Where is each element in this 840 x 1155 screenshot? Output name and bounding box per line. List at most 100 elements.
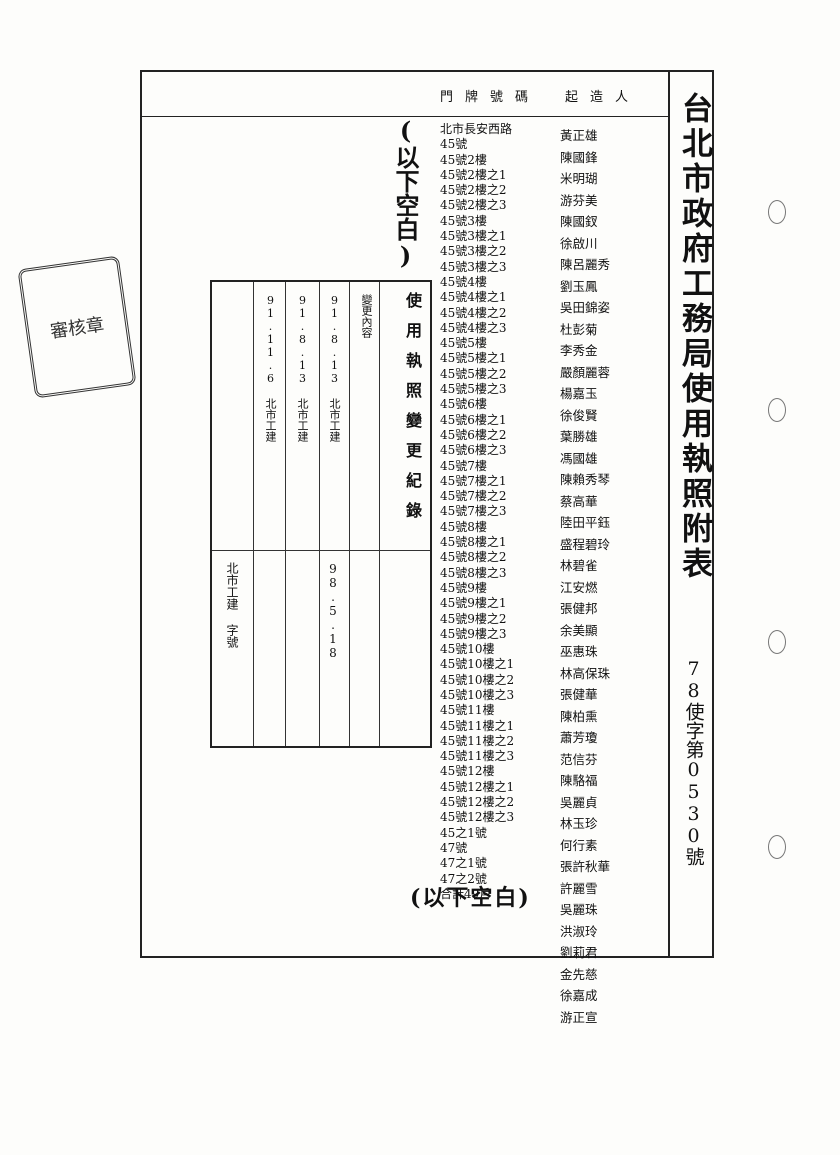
address-row: 45號8樓之2 [440, 550, 507, 565]
stamp-column [212, 282, 254, 746]
builder-name: 徐啟川 [560, 235, 598, 251]
builder-name: 巫惠珠 [560, 644, 598, 659]
address-row: 45號12樓 [440, 764, 495, 779]
stamp-entry: 91.11.6 北市工建 [264, 294, 277, 442]
stamp-column [350, 282, 380, 746]
address-row: 45號2樓之3 [440, 198, 507, 213]
seal-text: 審核章 [49, 314, 106, 343]
address-heading: 北市長安西路 [440, 122, 513, 136]
address-row: 45號10樓之1 [440, 657, 515, 672]
builder-name: 張健華 [560, 687, 598, 702]
page-title: 台北市政府工務局使用執照附表 [676, 92, 712, 582]
builder-name: 陳駱福 [560, 773, 598, 788]
address-row: 47號 [440, 840, 468, 855]
address-row: 45號12樓之2 [440, 795, 515, 810]
builder-name: 蔡高華 [560, 493, 598, 509]
builder-name: 黃正雄 [560, 128, 598, 143]
builder-name: 杜彭菊 [560, 321, 598, 337]
punch-hole-icon [768, 398, 786, 422]
builder-name: 馮國雄 [560, 450, 598, 466]
address-row: 45之1號 [440, 825, 487, 840]
header-divider [140, 116, 668, 117]
address-row: 45號8樓之1 [440, 535, 507, 550]
builder-list: 黃正雄陳國鋒米明瑚游芬美陳國釵徐啟川陳呂麗秀劉玉鳳吳田錦姿杜彭菊李秀金嚴顏麗蓉楊… [560, 128, 648, 1031]
builder-name: 余美顯 [560, 622, 598, 638]
address-row: 45號2樓 [440, 152, 487, 167]
address-row: 45號11樓之1 [440, 718, 515, 733]
address-row: 45號11樓 [440, 703, 495, 718]
builder-name: 陳呂麗秀 [560, 257, 611, 272]
builder-name: 游芬美 [560, 192, 598, 208]
stamp-entry: 98.5.18 [326, 562, 340, 660]
builder-name: 金先慈 [560, 966, 598, 982]
license-change-stamp: 使用執照變更紀錄 變更內容 91.8.13 北市工建 91.8.13 北市工建 … [210, 280, 432, 748]
address-row: 45號11樓之3 [440, 749, 515, 764]
builder-name: 米明瑚 [560, 171, 598, 186]
builder-name: 陳國釵 [560, 214, 598, 229]
builder-name: 江安燃 [560, 579, 598, 595]
builder-name: 何行素 [560, 837, 598, 853]
address-column-header: 門牌號碼 [440, 90, 541, 105]
address-row: 合計49戶 [440, 886, 492, 901]
stamp-column [286, 282, 320, 746]
address-row: 45號7樓之1 [440, 473, 507, 488]
address-row: 45號8樓之3 [440, 565, 507, 580]
document-number: 78使字第0530號 [682, 658, 705, 866]
address-row: 45號4樓 [440, 274, 487, 289]
address-row: 45號10樓之3 [440, 687, 515, 702]
blank-note-horizontal: (以下空白) [410, 885, 531, 911]
stamp-column [320, 282, 350, 746]
address-row: 45號9樓 [440, 580, 487, 595]
address-row: 45號2樓之2 [440, 183, 507, 198]
punch-hole-icon [768, 835, 786, 859]
builder-name: 劉玉鳳 [560, 278, 598, 294]
address-row: 47之1號 [440, 856, 487, 871]
address-row: 45號6樓 [440, 397, 487, 412]
stamp-header: 使用執照變更紀錄 [403, 292, 422, 532]
address-row: 45號8樓 [440, 519, 487, 534]
punch-hole-icon [768, 200, 786, 224]
builder-name: 張許秋華 [560, 859, 611, 874]
punch-hole-icon [768, 630, 786, 654]
builder-name: 林高保珠 [560, 665, 611, 681]
builder-name: 吳田錦姿 [560, 300, 611, 315]
address-row: 45號3樓之1 [440, 229, 507, 244]
builder-name: 楊嘉玉 [560, 386, 598, 401]
stamp-column [254, 282, 286, 746]
builder-name: 陳柏熏 [560, 708, 598, 724]
stamp-entry: 91.8.13 北市工建 [296, 294, 309, 442]
official-seal: 審核章 [17, 255, 137, 399]
builder-name: 盛程碧玲 [560, 536, 611, 552]
address-row: 45號10樓之2 [440, 672, 515, 687]
stamp-entry: 北市工建 字號 [225, 562, 239, 648]
address-row: 45號3樓之2 [440, 244, 507, 259]
builder-name: 洪淑玲 [560, 923, 598, 939]
builder-name: 張健邦 [560, 601, 598, 616]
builder-name: 陳賴秀琴 [560, 472, 611, 487]
address-row: 45號2樓之1 [440, 167, 507, 182]
stamp-divider [212, 550, 430, 551]
address-row: 45號3樓之3 [440, 259, 507, 274]
address-row: 45號10樓 [440, 642, 495, 657]
stamp-entry: 91.8.13 北市工建 [328, 294, 341, 442]
blank-note-vertical: (以下空白) [391, 116, 420, 270]
address-row: 45號4樓之2 [440, 305, 507, 320]
address-row: 45號9樓之2 [440, 611, 507, 626]
address-row: 45號7樓之3 [440, 504, 507, 519]
builder-column-header: 起造人 [565, 90, 641, 105]
address-row: 45號9樓之1 [440, 596, 507, 611]
address-row: 47之2號 [440, 871, 487, 886]
address-row: 45號3樓 [440, 213, 487, 228]
address-row: 45號5樓之1 [440, 351, 507, 366]
builder-name: 游正宣 [560, 1009, 598, 1025]
address-row: 45號6樓之1 [440, 412, 507, 427]
address-row: 45號5樓之3 [440, 382, 507, 397]
address-row: 45號6樓之3 [440, 443, 507, 458]
address-row: 45號6樓之2 [440, 427, 507, 442]
address-row: 45號9樓之3 [440, 626, 507, 641]
address-row: 45號4樓之1 [440, 290, 507, 305]
address-row: 45號4樓之3 [440, 320, 507, 335]
builder-name: 許麗雪 [560, 880, 598, 896]
address-row: 45號7樓之2 [440, 489, 507, 504]
